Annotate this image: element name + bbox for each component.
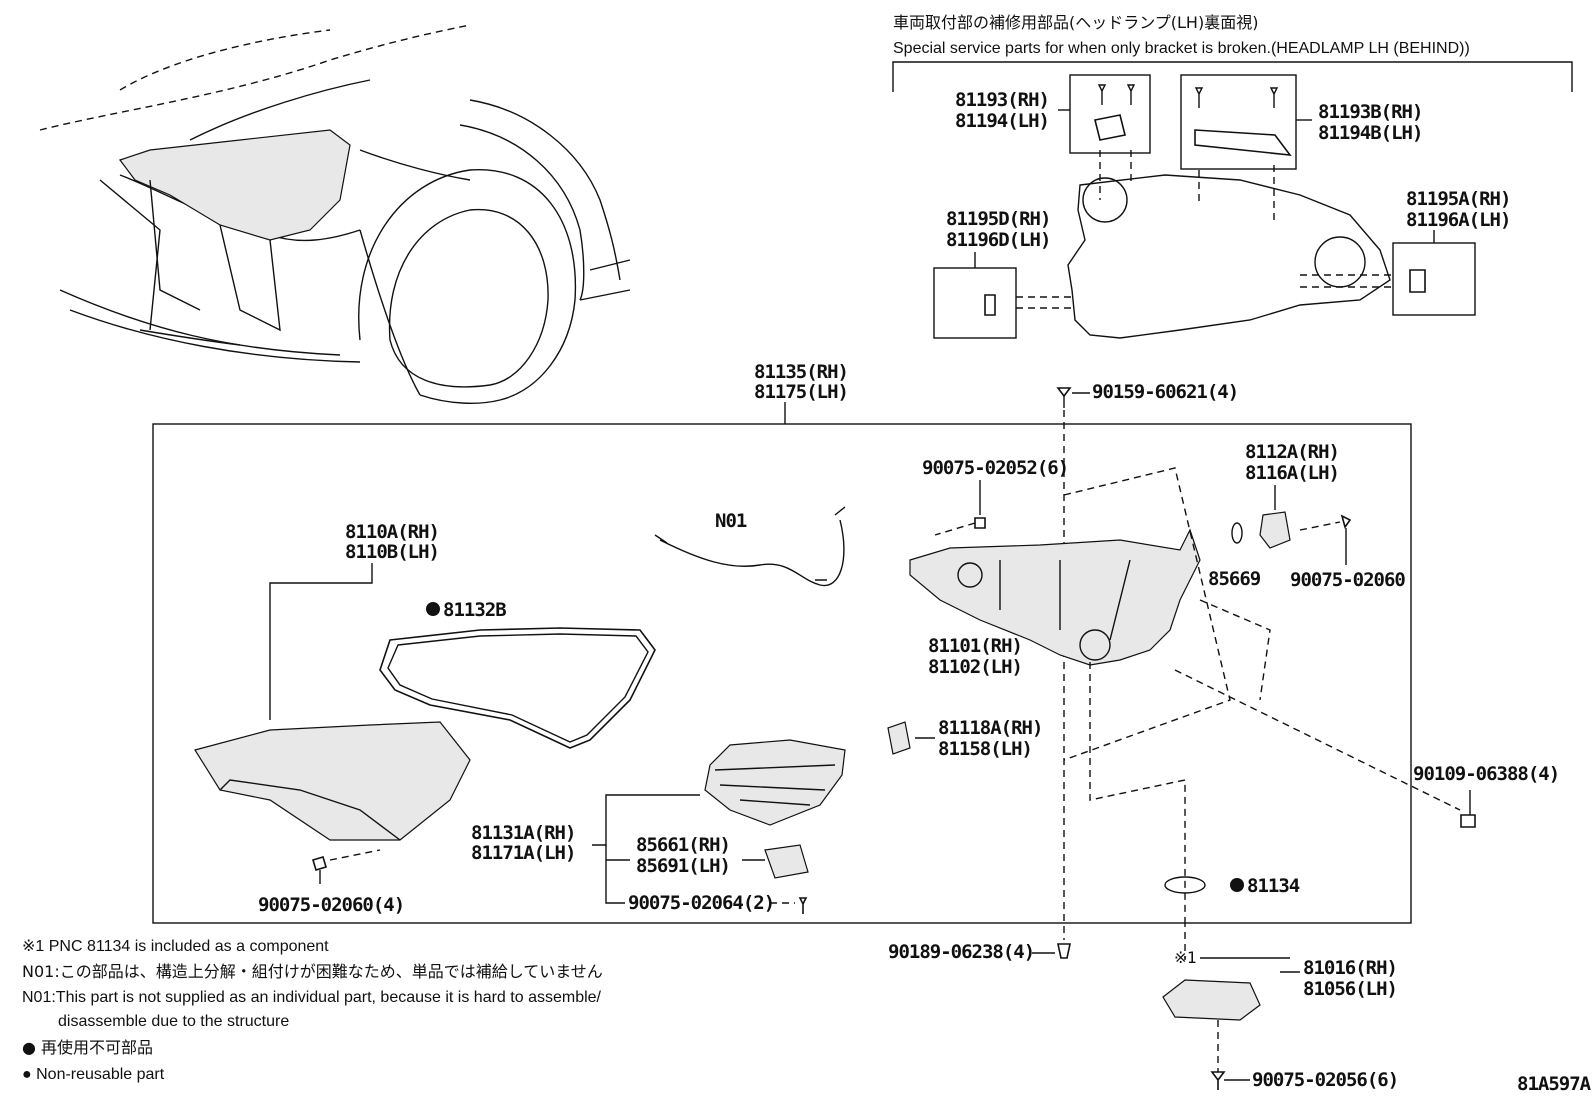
bracket-box-81193 <box>1069 74 1151 154</box>
module-85661 <box>764 844 809 879</box>
screw-icon <box>1056 387 1072 398</box>
label-90075-02060: 90075-02060 <box>1290 569 1405 591</box>
note-n01-en-cont: disassemble due to the structure <box>58 1013 289 1030</box>
label-8110b: 8110B(LH) <box>345 541 439 563</box>
label-81101: 81101(RH) <box>928 635 1022 657</box>
label-81131a: 81131A(RH) <box>471 822 575 844</box>
bulb-81118a <box>887 721 911 755</box>
non-reusable-mark <box>426 602 440 616</box>
screw-icon <box>974 517 986 529</box>
bracket-box-81193b <box>1180 74 1297 170</box>
bracket-note-title-jp: 車両取付部の補修用部品(ヘッドランプ(LH)裏面視) <box>893 13 1258 32</box>
label-90075-02060-4: 90075-02060(4) <box>258 894 404 916</box>
bracket-81193b-shape <box>1194 129 1292 156</box>
label-81194: 81194(LH) <box>955 110 1049 132</box>
inner-lens-81131a <box>704 739 846 826</box>
bracket-note-section: 車両取付部の補修用部品(ヘッドランプ(LH)裏面視) Special servi… <box>892 13 1573 339</box>
bracket-note-title-en: Special service parts for when only brac… <box>893 40 1470 57</box>
lens-8110a <box>194 721 471 841</box>
label-90075-02056: 90075-02056(6) <box>1252 1069 1398 1091</box>
nut-icon <box>1057 943 1071 959</box>
note-nonreusable-en: ● Non-reusable part <box>22 1066 165 1083</box>
non-reusable-mark <box>1230 878 1244 892</box>
screw-icon <box>312 856 327 871</box>
label-81193: 81193(RH) <box>955 89 1049 111</box>
label-81195d: 81195D(RH) <box>946 208 1050 230</box>
bracket-box-81195a <box>1392 242 1476 316</box>
screw-icon <box>798 897 808 914</box>
label-81193b: 81193B(RH) <box>1318 101 1422 123</box>
label-81102: 81102(LH) <box>928 656 1022 678</box>
bracket-81195a-shape <box>1409 269 1426 293</box>
bracket-81193-shape <box>1094 114 1126 141</box>
bracket-81195d-shape <box>984 294 996 316</box>
label-81118a: 81118A(RH) <box>938 717 1042 739</box>
label-81056: 81056(LH) <box>1303 978 1397 1000</box>
label-81195a: 81195A(RH) <box>1406 188 1510 210</box>
label-81171a: 81171A(LH) <box>471 842 575 864</box>
screw-icon <box>1097 84 1279 108</box>
screw-icon <box>1210 1071 1226 1090</box>
note-n01-jp: N01:この部品は、構造上分解・組付けが困難なため、単品では補給していません <box>22 962 603 981</box>
label-81196a: 81196A(LH) <box>1406 209 1510 231</box>
oring-85669 <box>1231 522 1243 544</box>
label-90075-02064: 90075-02064(2) <box>628 892 774 914</box>
label-85661: 85661(RH) <box>636 834 730 856</box>
note-n01-en: N01:This part is not supplied as an indi… <box>22 989 602 1006</box>
ballast-81016 <box>1162 979 1261 1021</box>
wire-harness-n01 <box>659 519 845 587</box>
lower-parts: 90189-06238(4) ※1 81016(RH) 81056(LH) 90… <box>888 920 1592 1095</box>
label-81175: 81175(LH) <box>754 381 848 403</box>
label-90109: 90109-06388(4) <box>1413 763 1559 785</box>
bracket-box-81195d <box>933 267 1017 339</box>
label-90189: 90189-06238(4) <box>888 941 1034 963</box>
notes-section: ※1 PNC 81134 is included as a component … <box>22 938 603 1083</box>
label-90159: 90159-60621(4) <box>1092 381 1238 403</box>
car-front-illustration <box>39 24 631 404</box>
label-81194b: 81194B(LH) <box>1318 122 1422 144</box>
oring-81134 <box>1164 876 1206 894</box>
headlamp-assembly-section: 81135(RH) 81175(LH) 90159-60621(4) 90075… <box>152 361 1560 940</box>
nut-icon <box>1460 814 1476 828</box>
gasket-81132b <box>379 627 656 749</box>
label-90075-02052: 90075-02052(6) <box>922 457 1068 479</box>
label-81016: 81016(RH) <box>1303 957 1397 979</box>
label-81158: 81158(LH) <box>938 738 1032 760</box>
label-81132b: 81132B <box>443 599 506 621</box>
assembly-frame <box>152 423 1412 924</box>
label-8110a: 8110A(RH) <box>345 521 439 543</box>
label-n01: N01 <box>715 510 747 532</box>
note-nonreusable-jp: ● 再使用不可部品 <box>22 1038 153 1057</box>
note-pnc: ※1 PNC 81134 is included as a component <box>22 938 329 955</box>
housing-81101 <box>909 528 1201 666</box>
screw-icon <box>1340 514 1352 529</box>
label-mark1: ※1 <box>1174 948 1196 967</box>
bulb-socket-8112a <box>1259 511 1291 549</box>
label-8116a: 8116A(LH) <box>1245 462 1339 484</box>
label-81134: 81134 <box>1247 875 1300 897</box>
label-85669: 85669 <box>1208 568 1261 590</box>
label-85691: 85691(LH) <box>636 855 730 877</box>
label-81196d: 81196D(LH) <box>946 229 1050 251</box>
figure-id: 81A597A <box>1517 1073 1592 1095</box>
label-8112a: 8112A(RH) <box>1245 441 1339 463</box>
label-81135: 81135(RH) <box>754 361 848 383</box>
